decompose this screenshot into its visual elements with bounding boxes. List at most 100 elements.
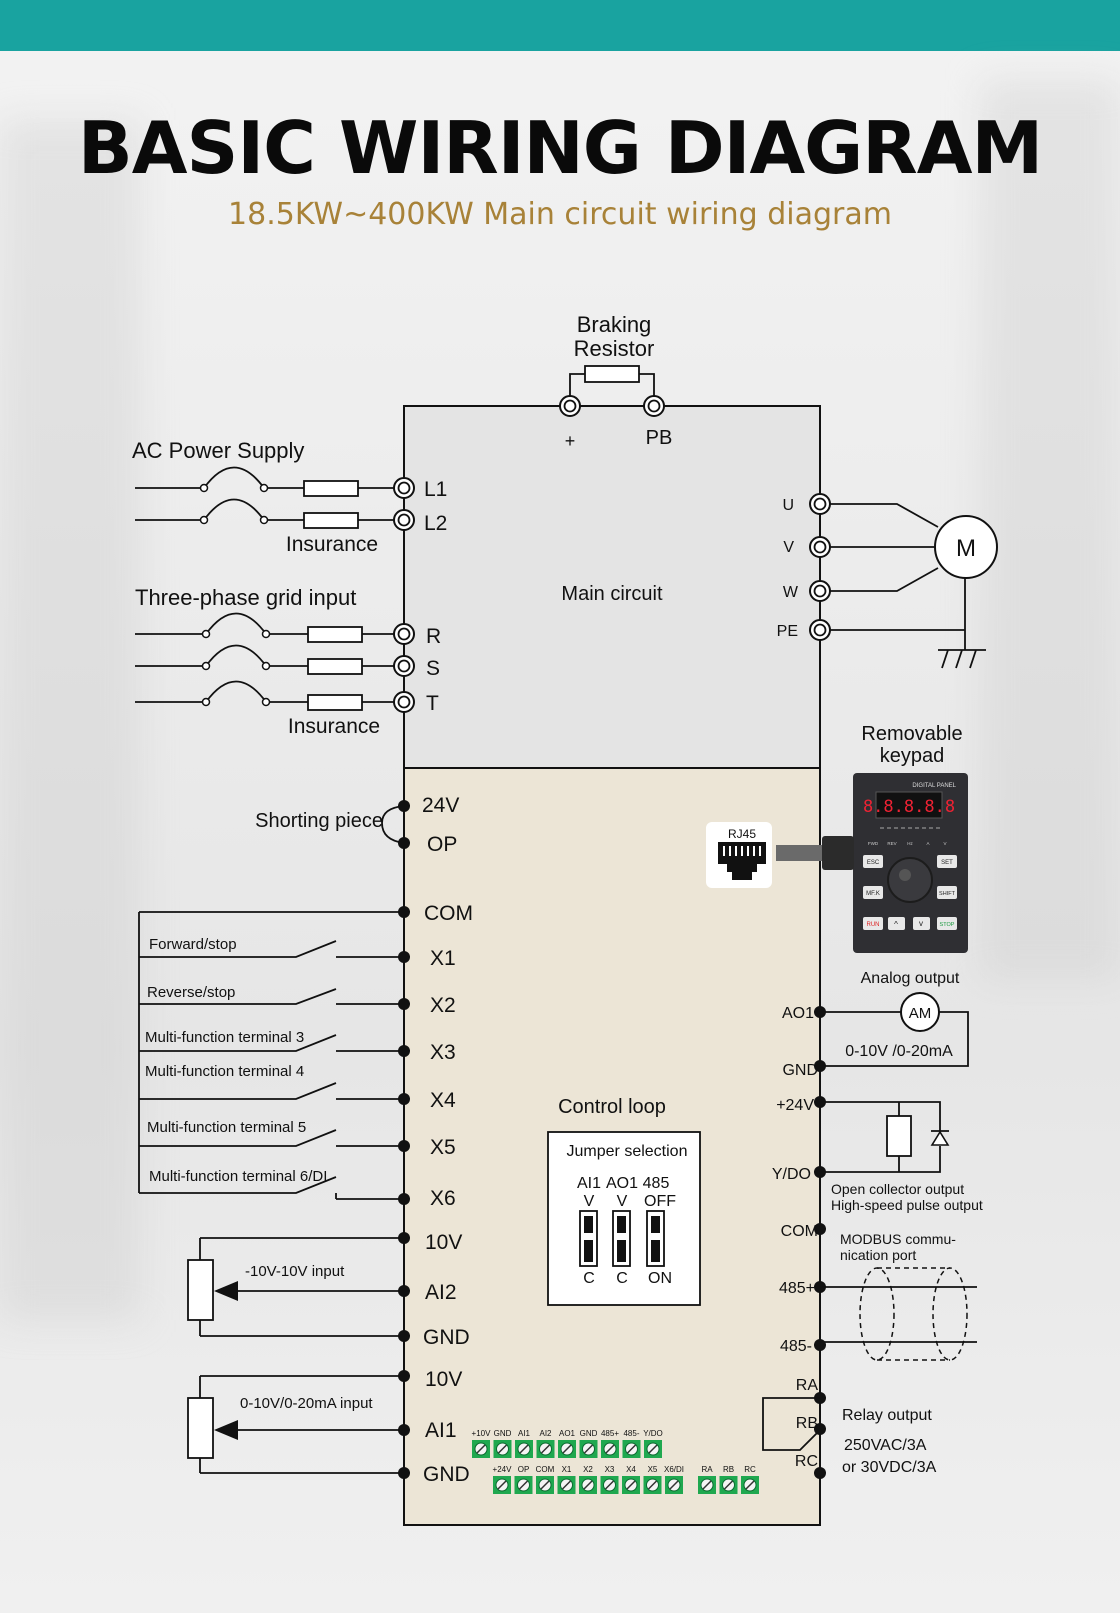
terminal-label: 24V [422,794,459,817]
terminal-label: AO1 [782,1005,814,1022]
strip-screw-terminal [664,1475,684,1495]
twisted-pair-shield [859,1267,968,1361]
background-blur [980,80,1120,980]
three-phase-label: Three-phase grid input [135,585,356,610]
relay-rating: 250VAC/3A [844,1437,927,1454]
jumper-switch[interactable] [612,1210,631,1267]
strip-screw-terminal [697,1475,717,1495]
keypad-button-mfk[interactable] [863,886,883,899]
jumper-switch[interactable] [579,1210,598,1267]
fuse [303,480,359,497]
keypad-button-label: v [919,919,923,928]
page-subtitle: 18.5KW~400KW Main circuit wiring diagram [228,197,892,232]
open-collector-label: Open collector output [831,1181,964,1197]
keypad-label: keypad [880,745,945,767]
strip-screw-terminal [621,1475,641,1495]
terminal-label: R [426,625,441,648]
strip-terminal-label: RB [723,1465,734,1474]
keypad-button-label: MF.K [866,891,880,897]
strip-screw-terminal [642,1475,663,1495]
terminal-label: OP [427,833,457,856]
strip-terminal-label: COM [536,1465,555,1474]
terminal-label: X4 [430,1089,456,1112]
keypad-button-down[interactable] [913,917,930,930]
keypad-panel-title: DIGITAL PANEL [912,783,956,789]
jumper-column: 485 [643,1175,670,1192]
jumper-bottom: C [583,1270,595,1287]
terminal-label: 10V [425,1231,462,1254]
jumper-column: AI1 [577,1175,601,1192]
terminal-l2 [393,509,415,531]
keypad-button-run[interactable] [863,917,883,930]
motor-label: M [956,535,976,562]
keypad-button-stop[interactable] [937,917,957,930]
analog-input-label: -10V-10V input [245,1263,345,1280]
strip-terminal-label: GND [494,1429,512,1438]
keypad-button-label: SET [941,860,953,866]
resistor [886,1115,912,1157]
relay-label: Relay output [842,1407,932,1424]
terminal-s [393,655,415,677]
input-label: Multi-function terminal 6/DI [149,1168,327,1185]
terminal-label: RA [796,1377,819,1394]
jumper-panel [547,1131,701,1306]
terminal-label: GND [423,1463,470,1486]
top-bar [0,0,1120,51]
ammeter-label: AM [909,1005,932,1022]
keypad-button-label: ^ [894,920,898,929]
fuse [307,694,363,711]
terminal-label: V [783,539,794,556]
keypad-knob[interactable] [887,857,933,903]
terminal-label: COM [781,1223,818,1240]
keypad-label: Removable [861,723,962,745]
input-label: Reverse/stop [147,984,235,1001]
strip-terminal-label: X5 [648,1465,658,1474]
terminal-label: 485+ [779,1280,815,1297]
terminal-t [393,691,415,713]
terminal-label: PE [777,623,798,640]
terminal-label: AI1 [425,1419,457,1442]
terminal-label: AI2 [425,1281,457,1304]
strip-terminal-label: +24V [493,1465,513,1474]
strip-terminal-label: GND [580,1429,598,1438]
terminal-label: L1 [424,478,447,501]
strip-terminal-label: AI1 [518,1429,531,1438]
strip-screw-terminal [492,1475,512,1495]
terminal-label: GND [423,1326,470,1349]
keypad-button-up[interactable] [888,917,905,930]
keypad-button-label: STOP [940,922,955,928]
keypad-button-label: SHIFT [939,891,956,897]
strip-terminal-label: AI2 [539,1429,552,1438]
terminal-label: X1 [430,947,456,970]
keypad-button-shift[interactable] [937,886,957,899]
input-label: Multi-function terminal 5 [147,1119,306,1136]
keypad-indicator: REV [887,841,896,846]
jumper-switch[interactable] [646,1210,665,1267]
keypad-indicator: V [943,841,946,846]
keypad-button-esc[interactable] [863,855,883,868]
keypad-button-set[interactable] [937,855,957,868]
terminal-label: X6 [430,1187,456,1210]
keypad-button-label: ESC [867,860,880,866]
strip-screw-terminal [578,1475,598,1495]
strip-terminal-label: AO1 [559,1429,576,1438]
ammeter [900,992,940,1032]
fuse [307,626,363,643]
fuse [303,512,359,529]
potentiometer [187,1397,214,1459]
strip-screw-terminal [599,1475,620,1495]
main-circuit-label: Main circuit [561,583,663,605]
terminal-label: Y/DO [772,1166,811,1183]
strip-terminal-label: RC [744,1465,756,1474]
braking-resistor [584,365,640,383]
input-switches [139,940,404,1200]
motor [934,515,998,579]
main-circuit-box [403,405,821,769]
strip-terminal-label: +10V [472,1429,492,1438]
diode-icon [930,1130,950,1146]
jumper-top: V [617,1193,628,1210]
terminal-label: RC [795,1453,818,1470]
rj45-label: RJ45 [728,827,756,841]
